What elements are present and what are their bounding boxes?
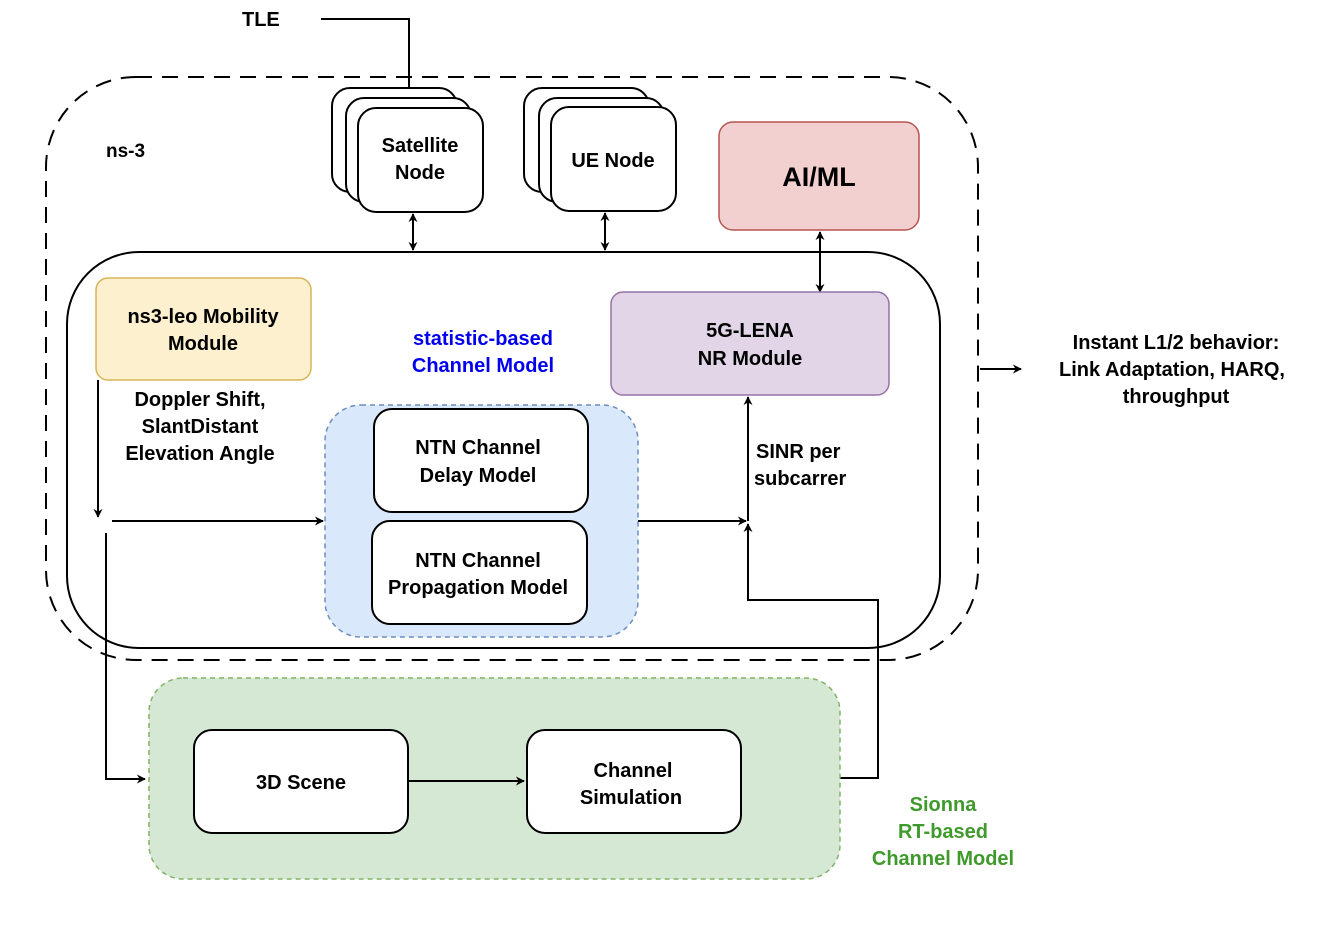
output-line3: throughput [1123, 386, 1230, 408]
ns3-core-container [66, 251, 941, 649]
ntn-prop-line1: NTN Channel [415, 550, 541, 572]
sinr-label-line1: SINR per [756, 441, 841, 463]
ns3-container [45, 76, 979, 661]
sionna-to-sinr-arrow [743, 523, 879, 779]
sionna-title-line3: Channel Model [872, 848, 1014, 870]
channel-simulation-box[interactable]: Channel Simulation [526, 729, 742, 834]
ntn-delay-line1: NTN Channel [415, 437, 541, 459]
ntn-prop-line2: Propagation Model [388, 577, 568, 599]
mobility-line1: ns3-leo Mobility [127, 306, 279, 328]
ntn-delay-line2: Delay Model [420, 465, 537, 487]
satellite-node-line1: Satellite [382, 135, 459, 157]
satellite-node-stack[interactable]: Satellite Node [331, 87, 484, 213]
output-line2: Link Adaptation, HARQ, [1059, 359, 1285, 381]
ns3-label: ns-3 [106, 141, 145, 162]
nr-module-line1: 5G-LENA [706, 320, 794, 342]
channel-sim-line2: Simulation [580, 787, 682, 809]
mobility-output-line2: SlantDistant [142, 416, 259, 438]
mobility-to-sionna-arrow [105, 533, 146, 784]
nr-module-line2: NR Module [698, 348, 802, 370]
stat-channel-title-line1: statistic-based [413, 328, 553, 350]
3d-scene-box[interactable]: 3D Scene [193, 729, 409, 834]
aiml-label: AI/ML [782, 162, 856, 192]
3d-scene-label: 3D Scene [256, 772, 346, 794]
sinr-label-line2: subcarrer [754, 468, 846, 490]
ue-node-label: UE Node [571, 150, 654, 172]
ntn-propagation-model-box[interactable]: NTN Channel Propagation Model [371, 520, 588, 625]
channel-sim-line1: Channel [594, 760, 673, 782]
tle-label: TLE [242, 9, 280, 31]
sionna-title-line1: Sionna [910, 794, 978, 816]
nr-module-box[interactable]: 5G-LENA NR Module [610, 291, 890, 396]
stat-channel-title-line2: Channel Model [412, 355, 554, 377]
ue-node-stack[interactable]: UE Node [523, 87, 677, 212]
mobility-output-line1: Doppler Shift, [134, 389, 265, 411]
aiml-box[interactable]: AI/ML [718, 121, 920, 231]
mobility-module-box[interactable]: ns3-leo Mobility Module [95, 277, 312, 381]
tle-arrow [321, 18, 414, 98]
output-line1: Instant L1/2 behavior: [1073, 332, 1280, 354]
ntn-delay-model-box[interactable]: NTN Channel Delay Model [373, 408, 589, 513]
satellite-node-line2: Node [395, 162, 445, 184]
sionna-title-line2: RT-based [898, 821, 988, 843]
mobility-output-line3: Elevation Angle [125, 443, 274, 465]
mobility-line2: Module [168, 333, 238, 355]
